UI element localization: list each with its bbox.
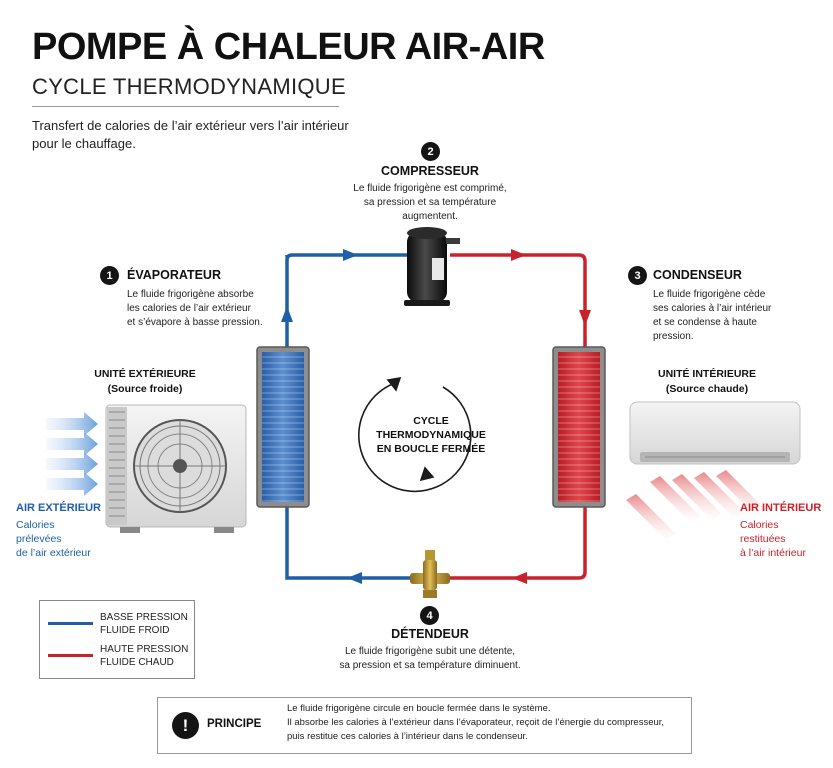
expansion-valve <box>410 550 450 598</box>
inside-air-arrows <box>626 470 766 540</box>
principle-title: PRINCIPE <box>207 718 262 730</box>
compressor-title: COMPRESSEUR <box>381 164 479 178</box>
principle-text: Le fluide frigorigène circule en boucle … <box>287 703 665 742</box>
legend-low-swatch <box>48 622 93 625</box>
outside-air-arrows <box>46 412 98 496</box>
page-title: POMPE À CHALEUR AIR-AIR <box>32 26 545 68</box>
outside-air-note: AIR EXTÉRIEUR Calories prélevées de l’ai… <box>16 502 101 559</box>
condenser-title: CONDENSEUR <box>653 268 742 282</box>
intro-text: Transfert de calories de l’air extérieur… <box>32 118 349 151</box>
evaporator-title: ÉVAPORATEUR <box>127 268 221 282</box>
principle-box: ! PRINCIPE Le fluide frigorigène circule… <box>157 697 692 754</box>
cycle-loop-icon <box>358 376 472 493</box>
step-3-badge: 3 <box>628 266 647 285</box>
page-subtitle: CYCLE THERMODYNAMIQUE <box>32 74 346 99</box>
step-4-badge: 4 <box>420 606 439 625</box>
expansion-valve-title: DÉTENDEUR <box>391 627 469 641</box>
evaporator-coil <box>256 346 310 508</box>
outdoor-unit-label: UNITÉ EXTÉRIEURE(Source froide) <box>94 368 196 395</box>
inside-air-note: AIR INTÉRIEUR Calories restituées à l’ai… <box>740 502 822 559</box>
exclamation-icon: ! <box>172 712 199 739</box>
compressor <box>404 227 460 306</box>
legend-high-swatch <box>48 654 93 657</box>
title-divider <box>32 106 339 107</box>
step-1-badge: 1 <box>100 266 119 285</box>
outdoor-unit-illustration <box>105 404 247 533</box>
indoor-unit-label: UNITÉ INTÉRIEURE(Source chaude) <box>657 368 756 395</box>
step-2-badge: 2 <box>421 142 440 161</box>
expansion-valve-description: Le fluide frigorigène subit une détente,… <box>339 646 521 671</box>
flow-arrows <box>281 249 591 584</box>
compressor-description: Le fluide frigorigène est comprimé,sa pr… <box>353 183 507 222</box>
indoor-unit-illustration <box>629 401 801 465</box>
condenser-coil <box>552 346 606 508</box>
